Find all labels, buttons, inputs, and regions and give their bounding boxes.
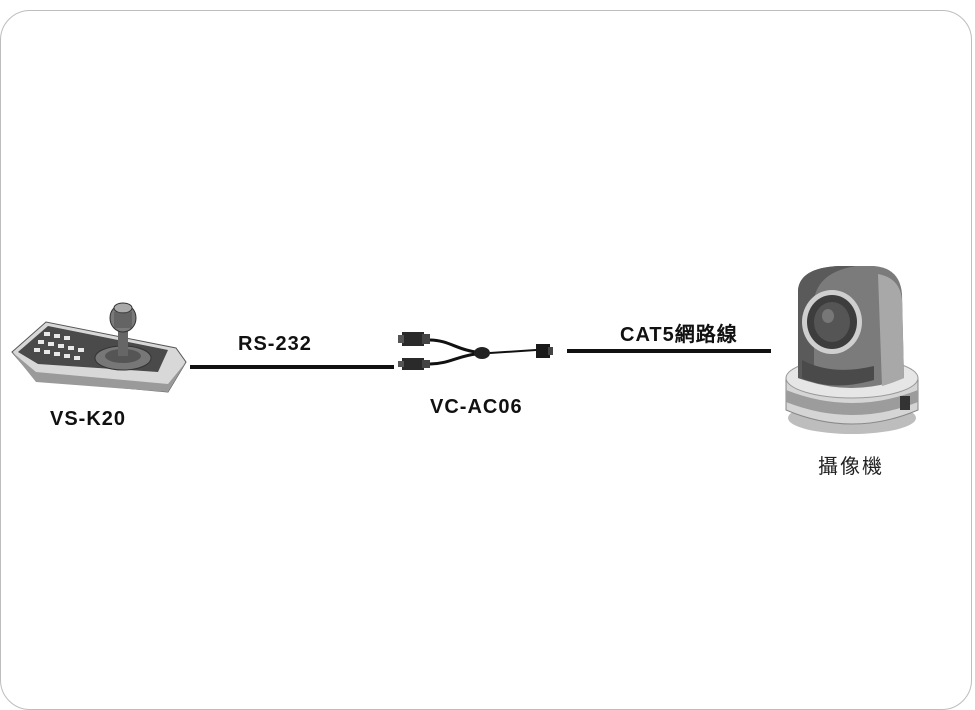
adapter-cable-icon: [398, 332, 553, 370]
rs232-label: RS-232: [238, 333, 312, 355]
adapter-label: VC-AC06: [430, 396, 523, 418]
camera-label: 攝像機: [818, 456, 884, 478]
cat5-cable-line: [567, 349, 771, 353]
cat5-label: CAT5網路線: [620, 324, 738, 346]
ptz-camera-icon: [785, 266, 919, 434]
keyboard-label: VS-K20: [50, 408, 127, 430]
rs232-cable-line: [190, 365, 394, 369]
ptz-keyboard-controller-icon: [11, 302, 187, 393]
